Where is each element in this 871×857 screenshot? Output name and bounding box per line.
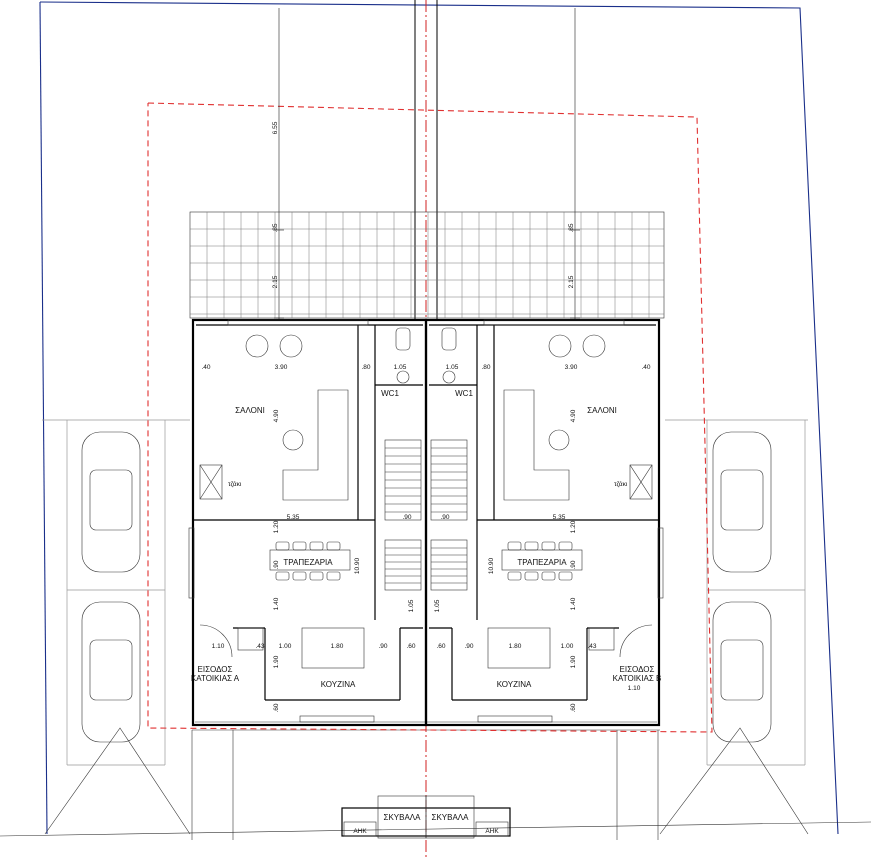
dining-chair [326,571,341,581]
dim-a-0-80: .80 [361,364,370,371]
dim-b-10-90: 10.90 [488,557,495,574]
dim-b-1-40: 1.40 [570,597,577,610]
dining-chair [541,541,556,551]
room-living-b: ΣΑΛΟΝΙ [587,406,617,415]
dining-chair [292,541,307,551]
armchair [548,334,572,358]
dim-b-1-00: 1.00 [561,643,574,650]
dim-a-0-90-c: .90 [273,560,280,569]
room-wc-a: WC1 [381,389,399,398]
dim-b-1-05-b: 1.05 [434,599,441,612]
dim-a-4-90: 4.90 [273,409,280,422]
dim-a-5-35: 5.35 [287,514,300,521]
dining-chair [326,541,341,551]
dim-b-0-90: .90 [440,514,449,521]
toilet [441,327,457,351]
dim-2-15-b: 2.15 [568,275,575,288]
dim-a-1-10: 1.10 [212,643,225,650]
entrance-b-line2: ΚΑΤΟΙΚΙΑΣ Β [613,674,662,683]
dim-0-85-a: .85 [272,223,279,232]
dim-a-0-43: .43 [255,643,264,650]
washbasin [442,370,456,384]
dim-a-10-90: 10.90 [354,557,361,574]
service-boxes [341,795,511,839]
dim-2-15-a: 2.15 [272,275,279,288]
dining-chair [275,541,290,551]
room-wc-b: WC1 [455,389,473,398]
dim-b-0-40: .40 [641,364,650,371]
dim-a-1-40: 1.40 [273,597,280,610]
dining-chair [558,571,573,581]
dining-chair [558,541,573,551]
car-1 [81,431,141,573]
armchair [245,334,269,358]
room-living-a: ΣΑΛΟΝΙ [235,406,265,415]
dim-b-0-60: .60 [436,643,445,650]
dim-b-0-60-b: .60 [570,703,577,712]
dim-a-0-40: .40 [201,364,210,371]
dim-a-0-60: .60 [406,643,415,650]
dim-b-1-80: 1.80 [509,643,522,650]
room-dining-a: ΤΡΑΠΕΖΑΡΙΑ [283,558,333,567]
dim-a-0-90-b: .90 [378,643,387,650]
site-lines [0,419,871,840]
dim-a-1-05-b: 1.05 [408,599,415,612]
dim-b-0-80: .80 [481,364,490,371]
dining-chair [507,541,522,551]
meter-a: ΑΗΚ [353,828,367,835]
dining-chair [524,541,539,551]
armchair [279,334,303,358]
toilet [395,327,411,351]
room-kitchen-a: ΚΟΥΖΙΝΑ [321,680,356,689]
dim-b-5-35: 5.35 [553,514,566,521]
dim-6-55-a: 6.55 [272,121,279,134]
entrance-a-line2: ΚΑΤΟΙΚΙΑΣ Α [191,674,240,683]
washbasin [396,370,410,384]
dim-b-1-05: 1.05 [446,364,459,371]
dim-a-1-05: 1.05 [394,364,407,371]
dining-chair [309,571,324,581]
room-kitchen-b: ΚΟΥΖΙΝΑ [497,680,532,689]
car-3 [712,431,772,573]
dim-0-85-b: .85 [568,223,575,232]
car-4 [712,601,772,743]
fireplace-b: τζάκι [614,480,628,488]
dim-b-1-90: 1.90 [570,655,577,668]
room-dining-b: ΤΡΑΠΕΖΑΡΙΑ [517,558,567,567]
entrance-a-line1: ΕΙΣΟΔΟΣ [198,665,233,674]
dim-a-0-60-b: .60 [273,703,280,712]
dim-a-3-90: 3.90 [275,364,288,371]
garden-dims [274,8,580,320]
dining-chair [309,541,324,551]
armchair [582,334,606,358]
dining-chair [292,571,307,581]
dim-a-1-90: 1.90 [273,655,280,668]
setback-line [147,102,713,733]
dim-b-3-90: 3.90 [565,364,578,371]
dim-b-0-90-b: .90 [464,643,473,650]
dim-a-1-20: 1.20 [273,520,280,533]
house-b [424,318,664,727]
dim-b-1-10: 1.10 [628,685,641,692]
meter-b: ΑΗΚ [485,828,499,835]
dining-chair [507,571,522,581]
car-2 [81,601,141,743]
dim-a-1-00: 1.00 [279,643,292,650]
dim-a-1-80: 1.80 [331,643,344,650]
entrance-b-line1: ΕΙΣΟΔΟΣ [620,665,655,674]
dim-a-0-90: .90 [402,514,411,521]
bins-a: ΣΚΥΒΑΛΑ [384,813,422,822]
dim-b-4-90: 4.90 [570,409,577,422]
plot-boundary [39,1,839,835]
tiled-terrace [189,211,665,319]
fireplace-a: τζάκι [228,480,242,488]
bins-b: ΣΚΥΒΑΛΑ [432,813,470,822]
dining-chair [275,571,290,581]
dim-b-0-90-c: .90 [570,560,577,569]
dim-b-0-43: .43 [587,643,596,650]
dining-chair [524,571,539,581]
dining-chair [541,571,556,581]
dim-b-1-20: 1.20 [570,520,577,533]
